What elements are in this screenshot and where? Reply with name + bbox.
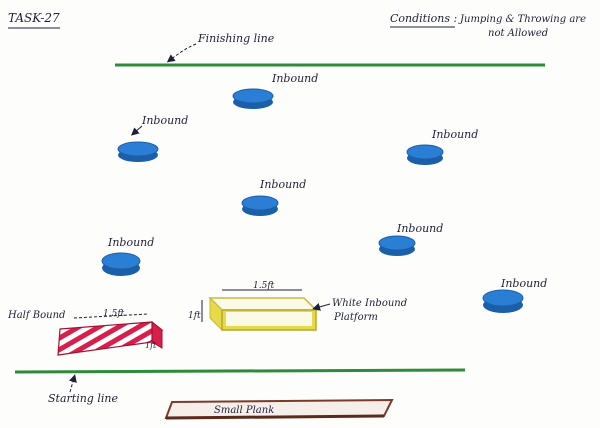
inbound-arrow bbox=[130, 125, 143, 136]
white-inbound-platform bbox=[208, 296, 318, 332]
platform-arrow bbox=[312, 303, 331, 311]
inbound-label: Inbound bbox=[259, 178, 306, 191]
platform-length-label: 1.5ft bbox=[253, 281, 275, 291]
small-plank-label: Small Plank bbox=[214, 405, 274, 416]
inbound-disc bbox=[378, 235, 416, 256]
half-bound-height-label: 1ft bbox=[145, 341, 157, 350]
half-bound-label: Half Bound bbox=[7, 310, 65, 321]
starting-line-label: Starting line bbox=[48, 392, 118, 405]
task-label: TASK-27 bbox=[8, 11, 60, 25]
inbound-label: Inbound bbox=[396, 222, 443, 235]
platform-height-label: 1ft bbox=[188, 311, 201, 321]
finishing-line-label: Finishing line bbox=[197, 32, 275, 45]
inbound-label: Inbound bbox=[500, 277, 547, 290]
inbound-disc bbox=[482, 289, 524, 313]
small-plank bbox=[164, 398, 394, 420]
inbound-label: Inbound bbox=[431, 128, 478, 141]
platform-label-line2: Platform bbox=[333, 312, 378, 323]
platform-label-line1: White Inbound bbox=[332, 298, 407, 309]
starting-line bbox=[14, 368, 466, 374]
inbound-disc bbox=[406, 144, 444, 165]
inbound-disc bbox=[101, 252, 141, 276]
half-bound-length-line bbox=[73, 313, 149, 319]
conditions-line1: Jumping & Throwing are bbox=[458, 14, 586, 25]
inbound-label: Inbound bbox=[141, 114, 188, 127]
half-bound-length-label: 1.5ft bbox=[103, 309, 125, 319]
starting-line-arrow bbox=[69, 374, 77, 393]
finishing-line-arrow bbox=[166, 43, 197, 63]
half-bound-block bbox=[57, 320, 164, 356]
conditions-label: Conditions : bbox=[390, 12, 457, 25]
inbound-label: Inbound bbox=[271, 72, 318, 85]
inbound-disc bbox=[232, 88, 274, 109]
inbound-disc bbox=[241, 195, 279, 216]
inbound-label: Inbound bbox=[107, 236, 154, 249]
inbound-disc bbox=[117, 141, 159, 162]
conditions-line2: not Allowed bbox=[488, 28, 548, 39]
